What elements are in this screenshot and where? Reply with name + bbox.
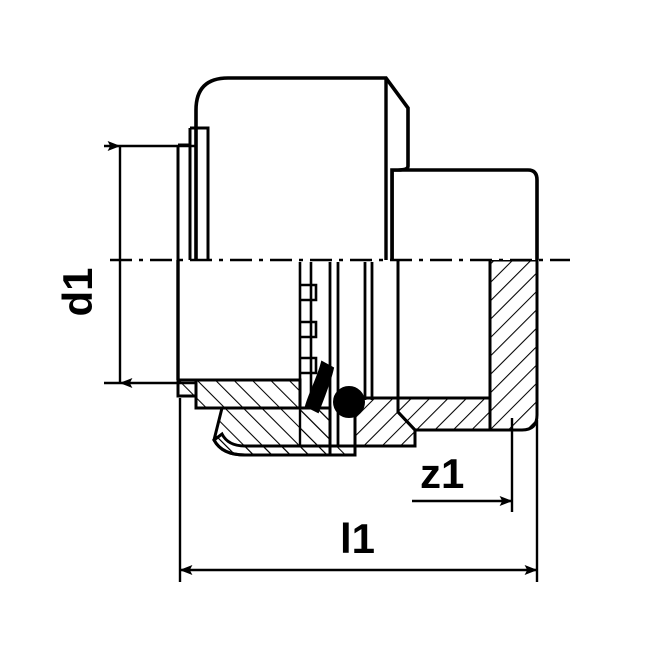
o-ring-seal-icon — [333, 386, 365, 418]
outline-half-upper — [176, 76, 539, 260]
union-nut-outline — [194, 76, 410, 260]
sealing-lip — [304, 360, 335, 414]
stem-verticals — [328, 262, 374, 446]
retaining-ring-inner — [190, 126, 210, 260]
section-half-lower — [176, 258, 539, 457]
l1-dimension-label: l1 — [340, 515, 375, 562]
left-step-detail — [178, 378, 198, 398]
d1-dimension-label: d1 — [54, 267, 101, 316]
z1-dimension-label: z1 — [420, 450, 464, 497]
thread-profile-group — [298, 262, 318, 398]
socket-bore-outline — [396, 260, 492, 400]
socket-body-outline — [390, 168, 539, 260]
thread-root-hatch — [298, 406, 332, 448]
body-right-wall-hatch — [488, 258, 539, 432]
nut-bottom-sweep-hatch — [212, 431, 357, 457]
